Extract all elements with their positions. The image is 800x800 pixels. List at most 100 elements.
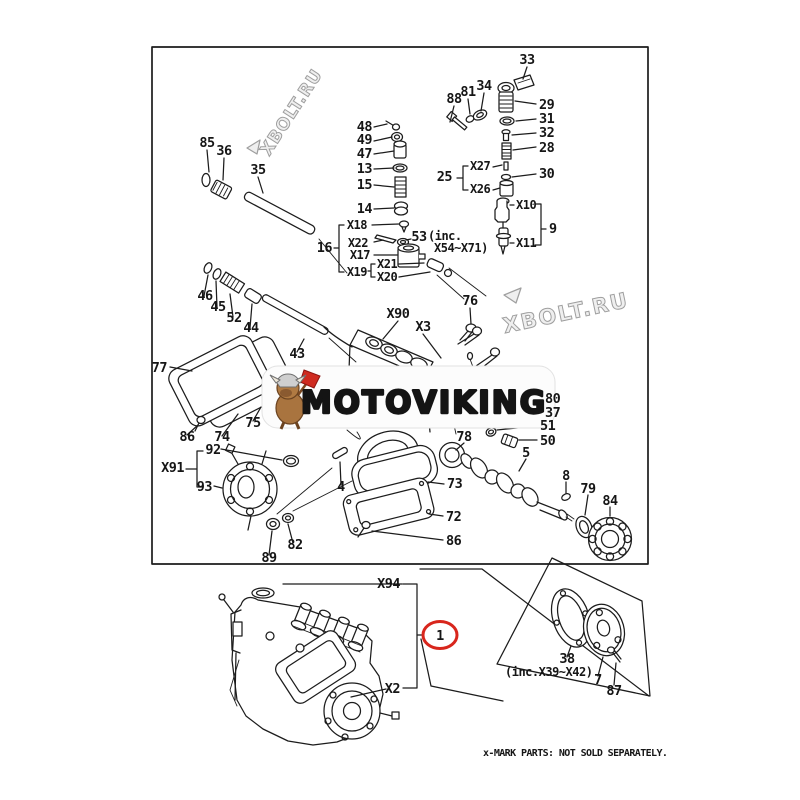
part-label-87: 87 — [606, 683, 622, 699]
part-label-47: 47 — [357, 146, 373, 162]
part-72-plate — [342, 477, 435, 536]
part-93-flange — [222, 443, 278, 531]
bottom-leader-lines — [566, 645, 617, 686]
part-labels: 85 36 35 48 49 47 13 15 14 16 X18 X22 X1… — [152, 52, 623, 699]
bracket-X91 — [185, 450, 204, 488]
bracket-25 — [456, 165, 469, 191]
part-7-plate — [582, 603, 626, 657]
part-label-X94: X94 — [377, 576, 400, 592]
part-77-cover — [168, 335, 273, 427]
part-44-sleeve — [244, 288, 262, 304]
part-label-79: 79 — [580, 481, 596, 497]
part-label-30: 30 — [539, 166, 555, 182]
part-X11-valve — [495, 221, 512, 255]
part-label-16: 16 — [317, 240, 333, 256]
part-80-37-bolts — [457, 326, 501, 368]
part-47-joint — [393, 140, 407, 159]
part-label-48: 48 — [357, 119, 373, 135]
helmet-horn-right — [295, 374, 307, 384]
brace-X19 — [367, 263, 376, 278]
part-label-86a: 86 — [179, 429, 195, 445]
part-label-50: 50 — [540, 433, 556, 449]
part-50-plug — [500, 433, 519, 449]
part-34-washer — [472, 109, 488, 121]
part-label-15: 15 — [357, 177, 373, 193]
part-46-45-orings — [203, 262, 222, 280]
part-84-ball-bearing — [587, 516, 633, 562]
part-8-key — [561, 493, 571, 501]
part-label-X21: X21 — [377, 257, 397, 271]
part-X27-pin — [503, 161, 509, 171]
part-label-85: 85 — [199, 135, 215, 151]
pump-left-lever — [218, 593, 243, 707]
part-label-76: 76 — [462, 293, 478, 309]
part-49-banjo — [390, 131, 404, 143]
part-label-X3: X3 — [415, 319, 431, 335]
assembled-pump-drawing — [218, 587, 400, 746]
part-label-37: 37 — [545, 405, 561, 421]
part-label-46: 46 — [197, 288, 213, 304]
part-X21-X20-plunger — [426, 258, 487, 300]
part-X17-barrel — [397, 243, 426, 268]
part-label-82: 82 — [287, 537, 302, 553]
part-label-38-note: (inc.X39~X42) — [505, 665, 592, 679]
part-label-8: 8 — [562, 468, 570, 484]
part-13-oring — [392, 163, 408, 173]
part-label-X27: X27 — [470, 159, 490, 173]
part-label-78: 78 — [456, 429, 472, 445]
xbolt-logo-triangle-right — [503, 287, 522, 304]
xbolt-logo-triangle-top — [246, 139, 261, 155]
brand-mascot-viking-dog — [269, 369, 321, 430]
part-label-X11: X11 — [516, 236, 536, 250]
part-label-29: 29 — [539, 97, 555, 113]
watermark-xbolt-top-text: XBOLT.RU — [257, 66, 328, 160]
part-label-51: 51 — [540, 418, 556, 434]
part-15-spring — [394, 176, 407, 198]
part-38-gasket — [550, 588, 592, 648]
part-82-washer — [281, 512, 295, 524]
skewed-detail-box — [496, 557, 651, 697]
part-label-73: 73 — [447, 476, 463, 492]
watermark-xbolt-top: XBOLT.RU — [256, 65, 328, 160]
part-label-13: 13 — [357, 161, 373, 177]
part-label-38: 38 — [559, 651, 575, 667]
part-43-rod — [261, 294, 357, 363]
part-32-valve — [501, 129, 511, 142]
watermark-xbolt-right: XBOLT.RU — [500, 287, 631, 338]
part-87-screw — [606, 646, 622, 663]
part-label-93: 93 — [197, 479, 213, 495]
part-label-89: 89 — [261, 550, 277, 566]
part-label-9: 9 — [549, 221, 557, 237]
part-label-28: 28 — [539, 140, 555, 156]
footer-note: x-MARK PARTS: NOT SOLD SEPARATELY. — [483, 748, 667, 759]
part-label-25: 25 — [437, 169, 453, 185]
mascot-muzzle — [280, 389, 292, 397]
diagram-border-box — [151, 46, 649, 565]
part-label-74: 74 — [214, 429, 230, 445]
part-86a-screw — [194, 415, 206, 432]
bottom-section — [218, 557, 651, 746]
part-label-5: 5 — [522, 445, 530, 461]
part-14-nut — [393, 201, 409, 216]
part-35-tube-group — [201, 172, 348, 274]
brand-name-text: MOTOVIKING — [301, 385, 547, 421]
part-88-bolt — [446, 110, 468, 131]
part-label-84: 84 — [602, 493, 618, 509]
bracket-X94-X2 — [282, 583, 418, 698]
assembly-guide-lines — [276, 467, 353, 515]
part-label-52: 52 — [226, 310, 241, 326]
part-label-88: 88 — [446, 91, 462, 107]
mascot-helmet — [276, 373, 300, 388]
part-label-44: 44 — [243, 320, 259, 336]
part-label-34: 34 — [476, 78, 492, 94]
part-label-14: 14 — [357, 201, 373, 217]
part-label-X17: X17 — [350, 248, 370, 262]
part-92-oring — [282, 454, 300, 468]
part-X22-wedge — [374, 234, 397, 244]
brand-watermark: MOTOVIKING — [261, 365, 556, 430]
part-drawings — [168, 74, 633, 562]
mascot-legs — [279, 421, 301, 430]
part-label-31: 31 — [539, 111, 555, 127]
part-label-72: 72 — [446, 509, 461, 525]
